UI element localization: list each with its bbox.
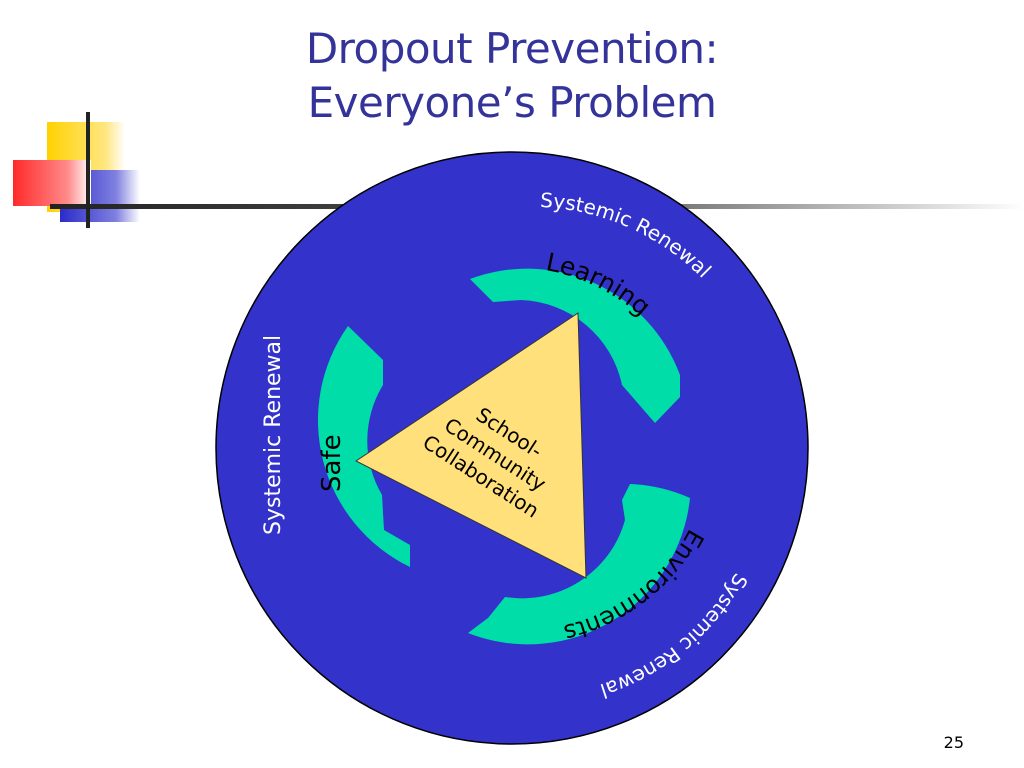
- deco-vertical-line: [86, 112, 90, 228]
- title-line-2: Everyone’s Problem: [307, 78, 717, 127]
- title-line-1: Dropout Prevention:: [305, 24, 719, 73]
- page-number: 25: [943, 733, 964, 752]
- systemic-renewal-left: Systemic Renewal: [261, 335, 286, 535]
- arc-safe: [317, 326, 410, 567]
- arc-learning: [470, 268, 680, 423]
- slide-title: Dropout Prevention: Everyone’s Problem: [0, 22, 1024, 130]
- center-triangle: [355, 312, 587, 579]
- arc-label-safe: Safe: [317, 434, 347, 492]
- arc-environments: [468, 484, 690, 645]
- deco-red-square: [13, 160, 91, 206]
